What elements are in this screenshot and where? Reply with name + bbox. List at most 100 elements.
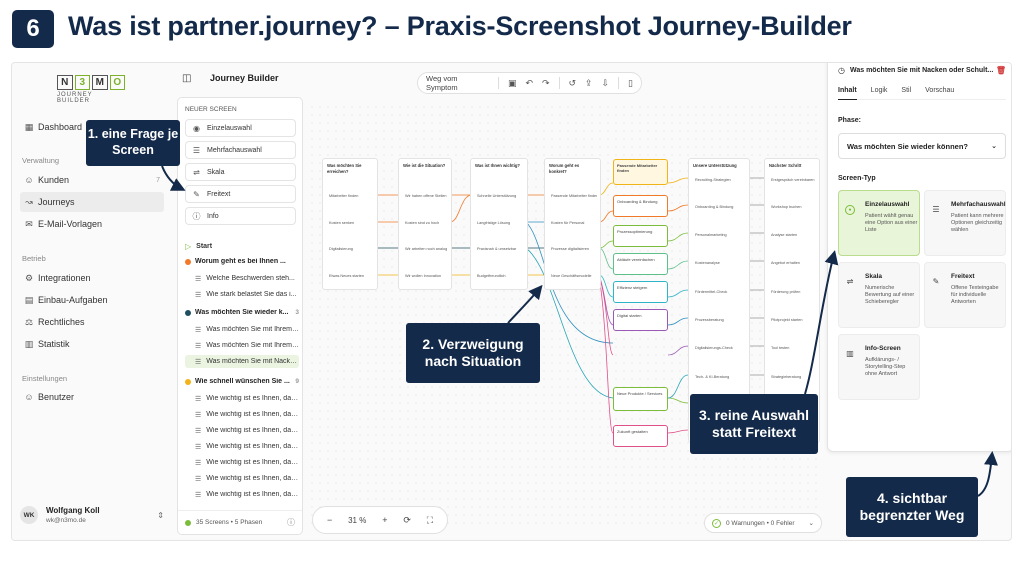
tab-inhalt[interactable]: Inhalt [838,84,857,100]
option-row[interactable]: Wir arbeiten noch analog [405,246,448,251]
mobile-preview-icon[interactable]: ▯ [628,77,633,88]
screen-type-mehrfachauswahl[interactable]: ☰ Mehrfachauswahl Patient kann mehrere O… [924,190,1006,256]
option-row[interactable]: Kosten sind zu hoch [405,220,440,225]
result-card[interactable]: Zukunft gestalten [613,425,668,447]
option-row[interactable]: Kosten senken [329,220,355,225]
tree-item[interactable]: ☰Welche Beschwerden steh... [185,272,299,285]
sidebar-item-kunden[interactable]: ☺ Kunden 7 [20,170,164,190]
result-card[interactable]: Digital starten [613,309,668,331]
new-screen-freitext[interactable]: ✎Freitext [185,185,296,203]
option-row[interactable]: Personalmarketing [695,232,727,237]
option-row[interactable]: Passende Mitarbeiter finden [551,193,597,198]
option-row[interactable]: Mitarbeiter finden [329,193,359,198]
tab-vorschau[interactable]: Vorschau [925,87,955,94]
result-card[interactable]: Prozessoptimierung [613,225,668,247]
option-row[interactable]: Digitalisierung [329,246,353,251]
app-logo[interactable]: N 3 M O JOURNEY BUILDER [57,75,125,104]
result-card[interactable]: Abläufe vereinfachen [613,253,668,275]
screen-type-info[interactable]: ▥ Info-Screen Aufklärungs- / Storytellin… [838,334,920,400]
option-row[interactable]: Förderung prüfen [771,289,801,294]
upload-icon[interactable]: ⇪ [585,77,593,88]
tree-group-2[interactable]: Was möchten Sie wieder k...3 [185,306,299,319]
option-row[interactable]: Prozesse digitalisieren [551,246,589,251]
result-card[interactable]: Neue Produkte / Services [613,387,668,411]
refresh-icon[interactable]: ⟳ [403,514,411,525]
tree-item[interactable]: ☰Was möchten Sie mit Ihrem ... [185,339,299,352]
option-row[interactable]: Onboarding & Bindung [695,204,734,209]
new-screen-einzelauswahl[interactable]: ◉Einzelauswahl [185,119,296,137]
option-row[interactable]: Wir wollen Innovation [405,273,442,278]
download-icon[interactable]: ⇩ [601,77,610,88]
flow-column-2[interactable]: Wie ist die Situation? Wir haben offene … [398,158,452,290]
sidebar-item-statistik[interactable]: ▥ Statistik [20,334,164,354]
tree-start[interactable]: ▷Start [185,240,299,253]
tab-stil[interactable]: Stil [901,87,912,94]
tree-item[interactable]: ☰Wie wichtig ist es Ihnen, das... [185,408,299,421]
option-row[interactable]: Angebot erhalten [771,260,800,265]
option-row[interactable]: Erstgespräch vereinbaren [771,177,815,182]
tree-group-1[interactable]: Worum geht es bei Ihnen ... [185,255,299,268]
result-card[interactable]: Onboarding & Bindung [613,195,668,217]
tree-item[interactable]: ☰Was möchten Sie mit Ihrem ... [185,323,299,336]
tree-item[interactable]: ☰Wie wichtig ist es Ihnen, das... [185,424,299,437]
option-row[interactable]: Etwas Neues starten [329,273,365,278]
tree-item[interactable]: ☰Wie wichtig ist es Ihnen, das... [185,488,299,501]
info-icon[interactable]: ⓘ [287,518,295,527]
history-icon[interactable]: ↺ [568,77,577,88]
screen-type-skala[interactable]: ⇌ Skala Numerische Bewertung auf einer S… [838,262,920,328]
journey-name[interactable]: Weg vom Symptom [426,74,458,92]
option-row[interactable]: Kostenanalyse [695,260,720,265]
tree-item-selected[interactable]: ☰Was möchten Sie mit Nacke... [185,355,299,368]
sidebar-item-dashboard[interactable]: ▦ Dashboard [20,117,164,137]
option-row[interactable]: Prozessberatung [695,317,724,322]
sidebar-toggle-icon[interactable]: ◫ [182,73,192,84]
option-row[interactable]: Workshop buchen [771,204,802,209]
option-row[interactable]: Fördermittel-Check [695,289,728,294]
fit-screen-icon[interactable]: ⛶ [426,514,434,525]
result-card[interactable]: Passende Mitarbeiter finden [613,159,668,185]
option-row[interactable]: Schnelle Unterstützung [477,193,517,198]
tree-item[interactable]: ☰Wie wichtig ist es Ihnen, das... [185,392,299,405]
option-row[interactable]: Analyse starten [771,232,798,237]
tree-item[interactable]: ☰Wie wichtig ist es Ihnen, das... [185,472,299,485]
option-row[interactable]: Neue Geschäftsmodelle [551,273,592,278]
tree-group-3[interactable]: Wie schnell wünschen Sie ...9 [185,375,299,388]
option-row[interactable]: Tech- & KI-Beratung [695,374,730,379]
result-card[interactable]: Effizienz steigern [613,281,668,303]
tree-item[interactable]: ☰Wie wichtig ist es Ihnen, das... [185,440,299,453]
sidebar-item-rechtliches[interactable]: ⚖ Rechtliches [20,312,164,332]
new-screen-mehrfachauswahl[interactable]: ☰Mehrfachauswahl [185,141,296,159]
validation-status[interactable]: ✓ 0 Warnungen • 0 Fehler ⌄ [704,513,822,533]
sidebar-item-einbau[interactable]: ▤ Einbau-Aufgaben [20,290,164,310]
sidebar-item-journeys[interactable]: ↝ Journeys [20,192,164,212]
option-row[interactable]: Tool testen [771,345,790,350]
option-row[interactable]: Strategieberatung [771,374,802,379]
journey-canvas[interactable]: Was möchten Sie erreichen? Mitarbeiter f… [308,103,823,528]
zoom-in-button[interactable]: + [382,515,388,525]
option-row[interactable]: Budgetfreundlich [477,273,506,278]
tree-item[interactable]: ☰Wie wichtig ist es Ihnen, das... [185,456,299,469]
new-screen-skala[interactable]: ⇌Skala [185,163,296,181]
flow-column-4[interactable]: Worum geht es konkret? Passende Mitarbei… [544,158,601,290]
sidebar-item-email-templates[interactable]: ✉ E-Mail-Vorlagen [20,214,164,234]
option-row[interactable]: Digitalisierungs-Check [695,345,733,350]
option-row[interactable]: Pilotprojekt starten [771,317,803,322]
screen-type-freitext[interactable]: ✎ Freitext Offene Texteingabe für indivi… [924,262,1006,328]
sidebar-item-integrationen[interactable]: ⚙ Integrationen [20,268,164,288]
sidebar-item-benutzer[interactable]: ☺ Benutzer [20,387,164,407]
save-icon[interactable]: ▣ [507,77,517,88]
flow-column-3[interactable]: Was ist Ihnen wichtig? Schnelle Unterstü… [470,158,528,290]
zoom-out-button[interactable]: − [326,515,333,525]
redo-icon[interactable]: ↷ [542,77,550,88]
user-account-menu[interactable]: WK Wolfgang Koll wk@n3mo.de ⇕ [20,500,164,530]
flow-column-1[interactable]: Was möchten Sie erreichen? Mitarbeiter f… [322,158,378,290]
trash-icon[interactable]: 🗑 [995,66,1006,75]
tab-logik[interactable]: Logik [870,87,888,94]
option-row[interactable]: Langfristige Lösung [477,220,511,225]
undo-icon[interactable]: ↶ [525,77,534,88]
option-row[interactable]: Wir haben offene Stellen [405,193,447,198]
option-row[interactable]: Recruiting-Strategien [695,177,731,182]
option-row[interactable]: Praxisnah & umsetzbar [477,246,517,251]
tree-item[interactable]: ☰Wie stark belastet Sie das i... [185,288,299,301]
